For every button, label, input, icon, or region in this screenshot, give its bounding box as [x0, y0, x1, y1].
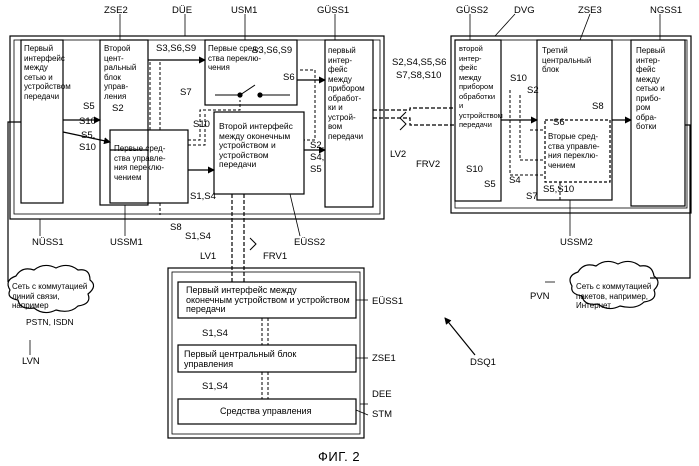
stm-text: Средства управления — [220, 407, 311, 417]
label-stm: STM — [372, 410, 392, 420]
ussm1-text: Первые сред- ства управле- ния переклю- … — [114, 144, 166, 182]
signal-s2-left: S2 — [112, 104, 124, 114]
signal-s5s10-r2: S5,S10 — [543, 185, 574, 195]
signal-s5-r2: S5 — [484, 180, 496, 190]
label-guss2: GÜSS2 — [456, 6, 488, 16]
signal-s1s4-c: S1,S4 — [202, 329, 228, 339]
label-euss2: EÜSS2 — [294, 238, 325, 248]
label-zse3: ZSE3 — [578, 6, 602, 16]
zse2-text: Второй цент- ральный блок управ- ления — [104, 44, 136, 101]
signal-s10-r2: S10 — [466, 165, 483, 175]
signal-s5-right: S5 — [310, 165, 322, 175]
label-due: DÜE — [172, 6, 192, 16]
guss2-text: второй интер- фейс между прибором обрабо… — [459, 44, 503, 130]
signal-s6-usm: S6 — [283, 73, 295, 83]
signal-s4-right: S4, — [310, 153, 324, 163]
label-dsq1: DSQ1 — [470, 358, 496, 368]
zse3-text: Третий центральный блок — [542, 46, 591, 75]
signal-s1s4-a: S1,S4 — [190, 192, 216, 202]
label-euss1: EÜSS1 — [372, 297, 403, 307]
signal-s4-r2: S4 — [509, 176, 521, 186]
signal-s7-mid: S7 — [180, 88, 192, 98]
label-frv1: FRV1 — [263, 252, 287, 262]
euss2-text: Второй интерфейс между оконечным устройс… — [219, 122, 293, 170]
signal-s3s6s9-top: S3,S6,S9 — [156, 44, 196, 54]
signal-s6-r1: S6 — [553, 118, 565, 128]
label-guss1: GÜSS1 — [317, 6, 349, 16]
signal-s10-left: S10 — [79, 117, 96, 127]
signal-s7-r2: S7 — [526, 192, 538, 202]
signal-s3s6s9-usm: S3,S6,S9 — [252, 46, 292, 56]
label-frv2: FRV2 — [416, 160, 440, 170]
euss1-text: Первый интерфейс между оконечным устройс… — [186, 286, 350, 315]
signal-s2-right: S2, — [310, 141, 324, 151]
pvn-line — [650, 125, 690, 278]
label-pvn: PVN — [530, 292, 550, 302]
ussm2-text: Вторые сред- ства управле- ния переклю- … — [548, 132, 600, 170]
lvn-example-text: PSTN, ISDN — [26, 318, 74, 328]
label-lv2: LV2 — [390, 150, 406, 160]
guss1-text: первый интер- фейс между прибором обрабо… — [328, 46, 365, 141]
ngss1-text: Первый интер- фейс между сетью и прибо- … — [636, 46, 665, 132]
label-zse1: ZSE1 — [372, 354, 396, 364]
label-ussm1: USSM1 — [110, 238, 143, 248]
label-nuss1: NÜSS1 — [32, 238, 64, 248]
label-ussm2: USSM2 — [560, 238, 593, 248]
signal-s8-left: S8 — [170, 223, 182, 233]
signal-s10-left2: S10 — [79, 143, 96, 153]
figure-caption: ФИГ. 2 — [318, 449, 360, 464]
signal-s1s4-b: S1,S4 — [185, 232, 211, 242]
signal-s8-r1: S8 — [592, 102, 604, 112]
label-lv1: LV1 — [200, 252, 216, 262]
lv2-link — [373, 108, 455, 110]
label-lvn: LVN — [22, 357, 40, 367]
label-dvg: DVG — [514, 6, 535, 16]
signal-s10-r1: S10 — [510, 74, 527, 84]
zse1-text: Первый центральный блок управления — [184, 350, 296, 369]
signal-s10-mid: S10 — [193, 120, 210, 130]
label-ngss1: NGSS1 — [650, 6, 682, 16]
signal-s5-left: S5 — [83, 102, 95, 112]
label-usm1: USM1 — [231, 6, 257, 16]
dsq1-arrow — [445, 318, 475, 355]
label-dee: DEE — [372, 390, 392, 400]
signal-s5-left2: S5, — [81, 131, 95, 141]
lvn-cloud-text: Сеть с коммутацией линий связи, например — [12, 282, 87, 311]
signal-s2-r1: S2 — [527, 86, 539, 96]
signal-s2s4s5s6: S2,S4,S5,S6 — [392, 58, 446, 68]
signal-s7s8s10: S7,S8,S10 — [396, 71, 441, 81]
pvn-cloud-text: Сеть с коммутацией пакетов, например, Ин… — [576, 282, 651, 311]
switch-symbol — [215, 85, 290, 95]
signal-s1s4-d: S1,S4 — [202, 382, 228, 392]
nuss1-text: Первый интерфейс между сетью и устройств… — [24, 44, 71, 101]
label-zse2: ZSE2 — [104, 6, 128, 16]
